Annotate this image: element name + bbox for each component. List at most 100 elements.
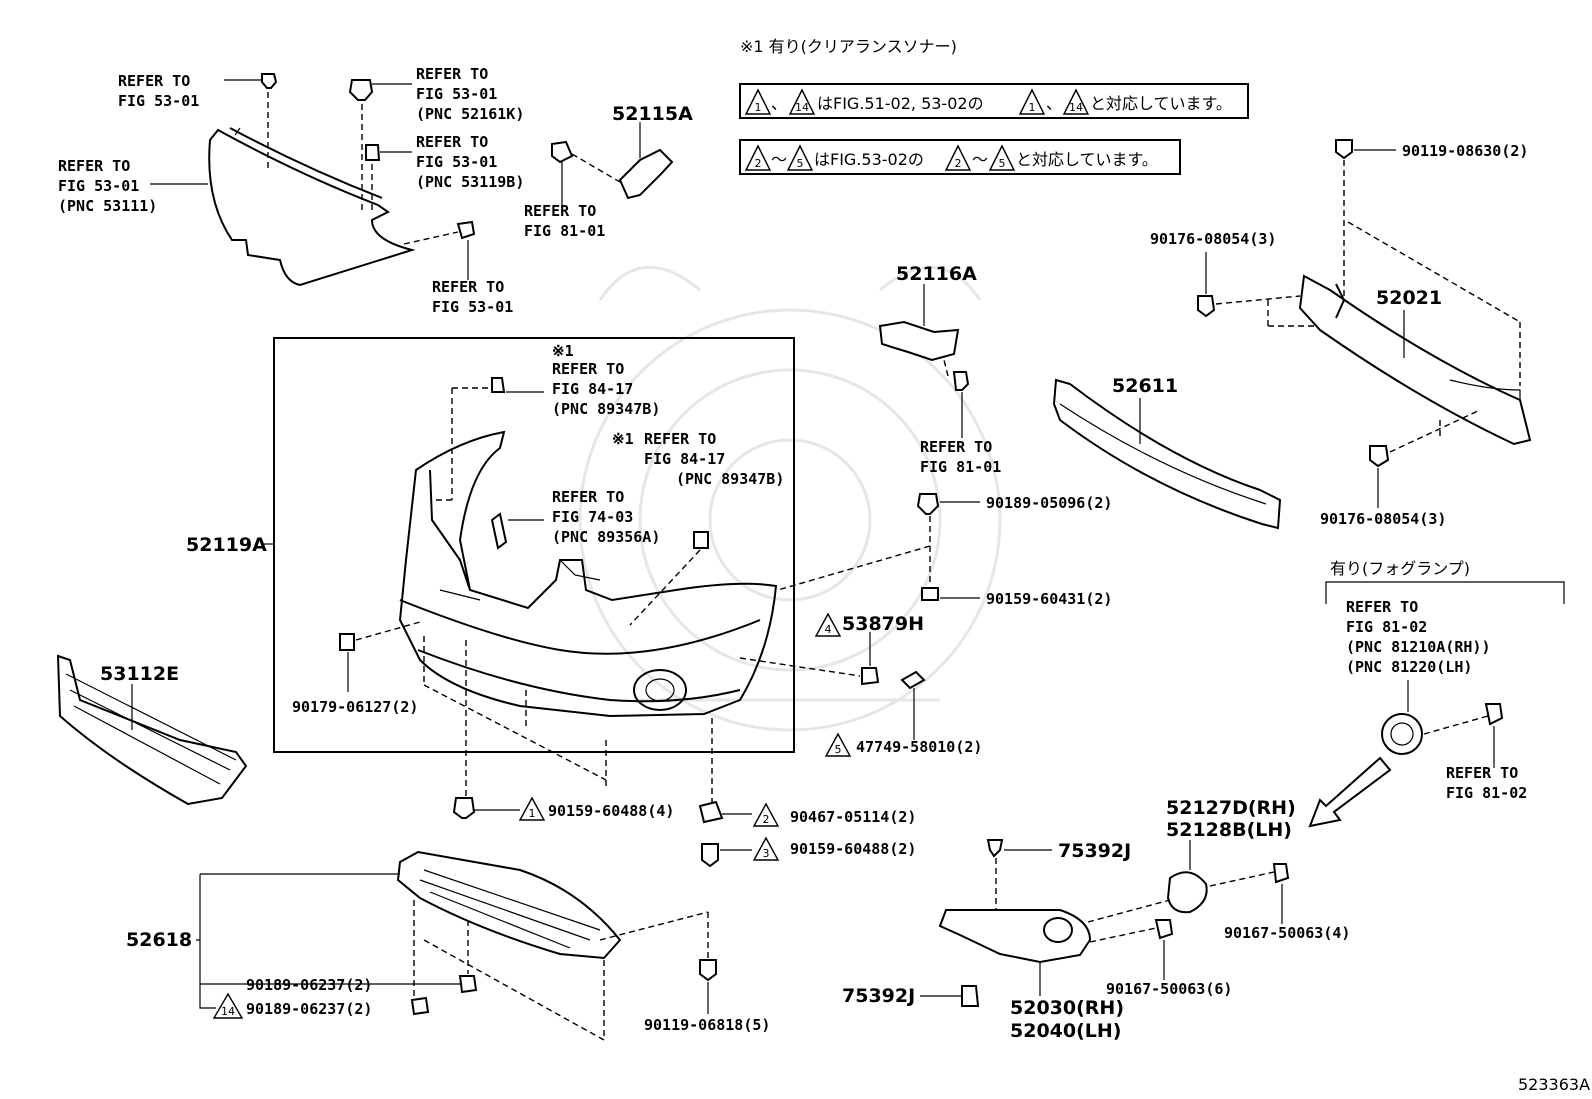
part-label-52021: 52021 [1376,287,1442,309]
svg-text:REFER TO: REFER TO [1446,764,1518,782]
svg-text:(PNC 89356A): (PNC 89356A) [552,528,660,546]
svg-text:と対応しています。: と対応しています。 [1090,94,1232,113]
fastener-90179-06127: 90179-06127(2) [292,698,418,716]
fastener-90159-60488-a: 90159-60488(4) [548,802,674,820]
svg-text:(PNC 89347B): (PNC 89347B) [552,400,660,418]
part-label-53879h: 53879H [842,613,924,635]
svg-text:REFER TO: REFER TO [920,438,992,456]
part-label-52119a: 52119A [186,534,267,556]
svg-text:(PNC 81220(LH): (PNC 81220(LH) [1346,658,1472,676]
refer-to-pnc-89356a: REFER TO FIG 74-03 (PNC 89356A) [552,488,660,546]
lower-grille-part [56,654,248,806]
bumper-cover-part [398,430,778,718]
svg-text:REFER TO: REFER TO [552,360,624,378]
fastener-90467-05114: 90467-05114(2) [790,808,916,826]
svg-text:はFIG.51-02, 53-02の: はFIG.51-02, 53-02の [817,94,984,113]
refer-to-pnc-53111: REFER TO FIG 53-01 (PNC 53111) [58,157,157,215]
svg-text:FIG 53-01: FIG 53-01 [416,153,497,171]
svg-text:REFER TO: REFER TO [58,157,130,175]
fastener-90159-60488-b: 90159-60488(2) [790,840,916,858]
part-label-52040: 52040(LH) [1010,1020,1121,1042]
part-label-52030: 52030(RH) [1010,997,1124,1019]
triangle-4-icon [814,612,842,637]
svg-text:FIG 81-01: FIG 81-01 [920,458,1001,476]
bumper-reinforcement-part [1298,274,1532,446]
svg-text:、: 、 [1046,94,1062,113]
svg-text:REFER TO: REFER TO [644,430,716,448]
svg-text:2: 2 [755,157,762,170]
svg-text:FIG 53-01: FIG 53-01 [416,85,497,103]
svg-text:5: 5 [999,157,1006,170]
refer-to-fig-81-02-a: REFER TO FIG 81-02 (PNC 81210A(RH)) (PNC… [1346,598,1491,676]
part-label-75392j-b: 75392J [842,985,915,1007]
svg-text:はFIG.53-02の: はFIG.53-02の [814,150,924,169]
svg-text:14: 14 [221,1005,235,1018]
svg-text:FIG 84-17: FIG 84-17 [644,450,725,468]
clearance-sonar-note: ※1 有り(クリアランスソナー) [740,37,957,56]
upper-grille-part [208,127,416,287]
note-box-2: 2 ～ 5 はFIG.53-02の 2 ～ 5 と対応しています。 [739,139,1181,175]
svg-text:FIG 84-17: FIG 84-17 [552,380,633,398]
svg-text:4: 4 [825,623,832,636]
svg-text:2: 2 [763,813,770,826]
triangle-ref-14: 14 [795,101,809,114]
refer-to-fig-81-01-a: REFER TO FIG 81-01 [524,202,605,240]
note-box-1: 1 、 14 はFIG.51-02, 53-02の 1 、 14 と対応していま… [739,83,1249,119]
svg-text:FIG 81-01: FIG 81-01 [524,222,605,240]
svg-text:と対応しています。: と対応しています。 [1016,150,1158,169]
fastener-90167-50063-b: 90167-50063(6) [1106,980,1232,998]
reinforcement-fastener-icons [1197,139,1390,468]
triangle-1-icon [518,796,546,821]
part-label-52618: 52618 [126,929,192,951]
svg-text:～: ～ [972,150,988,169]
svg-text:FIG 81-02: FIG 81-02 [1346,618,1427,636]
triangle-14-icon [212,992,244,1019]
part-label-52128b: 52128B(LH) [1166,819,1292,841]
top-left-clip-icons [261,73,476,240]
refer-to-fig-53-01-b: REFER TO FIG 53-01 [432,278,513,316]
bumper-cover-frame [273,337,795,753]
svg-text:FIG 53-01: FIG 53-01 [58,177,139,195]
refer-to-fig-81-02-b: REFER TO FIG 81-02 [1446,764,1527,802]
fastener-90189-06237-b: 90189-06237(2) [246,1000,372,1018]
svg-text:FIG 81-02: FIG 81-02 [1446,784,1527,802]
fastener-90167-50063-a: 90167-50063(4) [1224,924,1350,942]
sonar-clip-icons [339,377,709,651]
bracket-52116a-part [878,320,970,391]
svg-text:～: ～ [771,150,787,169]
fastener-47749-58010: 47749-58010(2) [856,738,982,756]
sonar-marker-1: ※1 [552,342,574,360]
part-label-53112e: 53112E [100,663,179,685]
svg-text:REFER TO: REFER TO [432,278,504,296]
fastener-90176-08054-b: 90176-08054(3) [1320,510,1446,528]
watermark-emblem [578,265,1002,732]
svg-text:REFER TO: REFER TO [416,65,488,83]
svg-text:5: 5 [797,157,804,170]
energy-absorber-part [1052,378,1282,530]
fastener-90159-60431: 90159-60431(2) [986,590,1112,608]
svg-text:FIG 53-01: FIG 53-01 [118,92,199,110]
svg-text:(PNC 89347B): (PNC 89347B) [676,470,784,488]
svg-text:(PNC 52161K): (PNC 52161K) [416,105,524,123]
side-fastener-icons [861,493,940,690]
svg-text:2: 2 [955,157,962,170]
refer-to-fig-53-01-a: REFER TO FIG 53-01 [118,72,199,110]
fastener-90119-08630: 90119-08630(2) [1402,142,1528,160]
bracket-52115a-part [551,140,674,200]
fog-lamp-note: 有り(フォグランプ) [1330,559,1470,578]
triangle-2-icon [752,802,780,827]
part-label-52116a: 52116A [896,263,977,285]
sonar-marker-2: ※1 [612,430,634,448]
refer-to-pnc-53119b: REFER TO FIG 53-01 (PNC 53119B) [416,133,524,191]
svg-text:(PNC 53119B): (PNC 53119B) [416,173,524,191]
svg-text:1: 1 [529,807,536,820]
fog-lamp-part [1381,703,1504,755]
svg-text:REFER TO: REFER TO [416,133,488,151]
svg-text:3: 3 [763,847,770,860]
direction-arrow-icon [1308,756,1392,828]
refer-to-fig-81-01-b: REFER TO FIG 81-01 [920,438,1001,476]
fastener-90176-08054-a: 90176-08054(3) [1150,230,1276,248]
svg-text:REFER TO: REFER TO [524,202,596,220]
